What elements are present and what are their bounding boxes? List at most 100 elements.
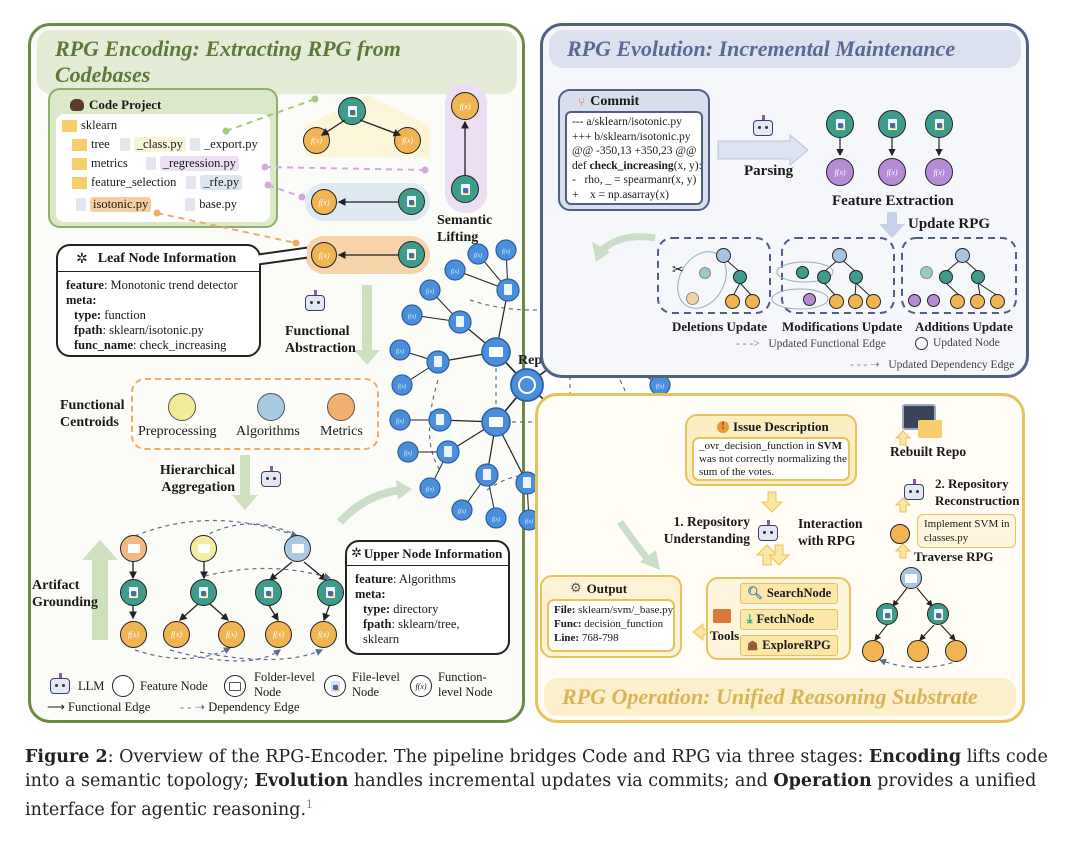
up-arrow [894,497,912,513]
tree-root[interactable]: sklearn [62,118,117,133]
function-node [890,524,910,544]
function-node: f(x) [826,158,854,186]
function-node [397,441,419,463]
update-rpg-label: Update RPG [908,216,991,232]
search-icon: 🔍︎ [747,586,763,600]
curved-arrow [337,486,401,525]
aggregation-arrow [232,455,258,510]
centroid-label: Preprocessing [138,424,217,439]
mini-folder-node [832,248,847,263]
down-arrow [767,544,791,566]
feature-extraction-label: Feature Extraction [832,193,954,209]
function-node-label: f(x) [398,383,406,390]
mini-function-node [866,294,881,309]
connector [156,212,297,244]
centroid-algorithms [257,393,285,421]
mini-function-node-added [908,294,921,307]
mini-function-node [725,294,740,309]
modifications-box [781,237,895,314]
output-text: File: sklearn/svm/_base.py Func: decisio… [554,604,674,644]
function-node-label: f(x) [426,486,434,493]
function-node [444,259,466,281]
edge [320,119,346,136]
git-branch-icon: ⑂ [578,94,586,109]
grounding-arrow [82,540,118,640]
function-node-label: f(x) [408,313,416,320]
warning-icon: ! [717,420,729,433]
file-node [190,579,217,606]
centroid-label: Algorithms [236,424,300,439]
function-node [401,304,423,326]
repo-reconstruction-label: 2. Repository Reconstruction [935,476,1020,508]
functional-centroids-label: Functional Centroids [60,398,125,430]
tree-row-feature-selection[interactable]: feature_selection _rfe.py [72,175,243,190]
explore-rpg-tool[interactable]: ☗ExploreRPG [740,635,838,656]
file-node [927,603,949,625]
network-icon: ✲ [76,250,88,267]
function-node-label: f(x) [458,508,466,515]
connector [225,98,316,132]
function-node-label: f(x) [474,252,482,259]
file-node [317,579,344,606]
function-node: f(x) [310,621,337,648]
mini-function-node [803,293,816,306]
parsing-arrow [717,133,809,167]
tree-row-files[interactable]: isotonic.py base.py [76,197,237,212]
connector [264,166,426,171]
legend-functional-edge: ⟶ Functional Edge [47,700,151,714]
feature-node-legend-icon [112,675,134,697]
legend-function-node: Function-level Node [438,670,493,699]
file-node [826,110,854,138]
file-icon [119,138,130,151]
github-icon [518,376,536,394]
file-icon [523,477,531,488]
function-node: f(x) [265,621,292,648]
interaction-label: Interaction with RPG [798,516,863,548]
issue-text: _ovr_decision_function in SVM was not co… [699,440,847,478]
file-node [120,579,147,606]
mini-file-node [817,270,831,284]
legend-folder-node: Folder-level Node [254,670,315,699]
function-node: f(x) [311,189,337,215]
operation-title: RPG Operation: Unified Reasoning Substra… [544,678,1016,716]
function-node [907,640,929,662]
mini-folder-node [955,248,970,263]
mini-file-node [849,270,863,284]
file-icon [186,176,197,189]
folder-node [900,567,922,589]
legend-llm: LLM [78,679,105,693]
file-icon [76,198,86,211]
file-node [255,579,282,606]
down-arrow [760,491,784,513]
robot-icon [258,466,284,488]
semantic-lifting-label: Semantic Lifting [437,213,493,245]
function-node [389,409,411,431]
output-box: ⚙ Output File: sklearn/svm/_base.py Func… [540,575,682,658]
search-node-tool[interactable]: 🔍︎SearchNode [740,583,838,604]
robot-icon [901,479,927,501]
fetch-node-tool[interactable]: ⤓FetchNode [740,609,838,630]
centroid-label: Metrics [320,424,363,439]
explorer-icon: ☗ [747,638,759,653]
function-node-label: f(x) [396,348,404,355]
functional-abstraction-label: Functional Abstraction [285,324,356,356]
commit-diff: --- a/sklearn/isotonic.py +++ b/sklearn/… [572,116,702,201]
folder-node [284,535,311,562]
file-node [876,603,898,625]
mini-file-node [939,270,953,284]
function-node-label: f(x) [396,418,404,425]
mini-function-node [990,294,1005,309]
robot-icon [302,290,328,312]
repo-understanding-label: 1. Repository Understanding [663,514,750,546]
file-icon [456,316,464,327]
legend-updated-node: Updated Node [915,336,1000,351]
network-icon: ✲ [351,546,362,561]
function-node: f(x) [925,158,953,186]
function-node: f(x) [451,92,479,120]
tree-row-tree[interactable]: tree _class.py _export.py [72,137,258,152]
mini-function-node [950,294,965,309]
tree-row-metrics[interactable]: metrics _regression.py [72,156,240,171]
github-icon [70,98,84,111]
